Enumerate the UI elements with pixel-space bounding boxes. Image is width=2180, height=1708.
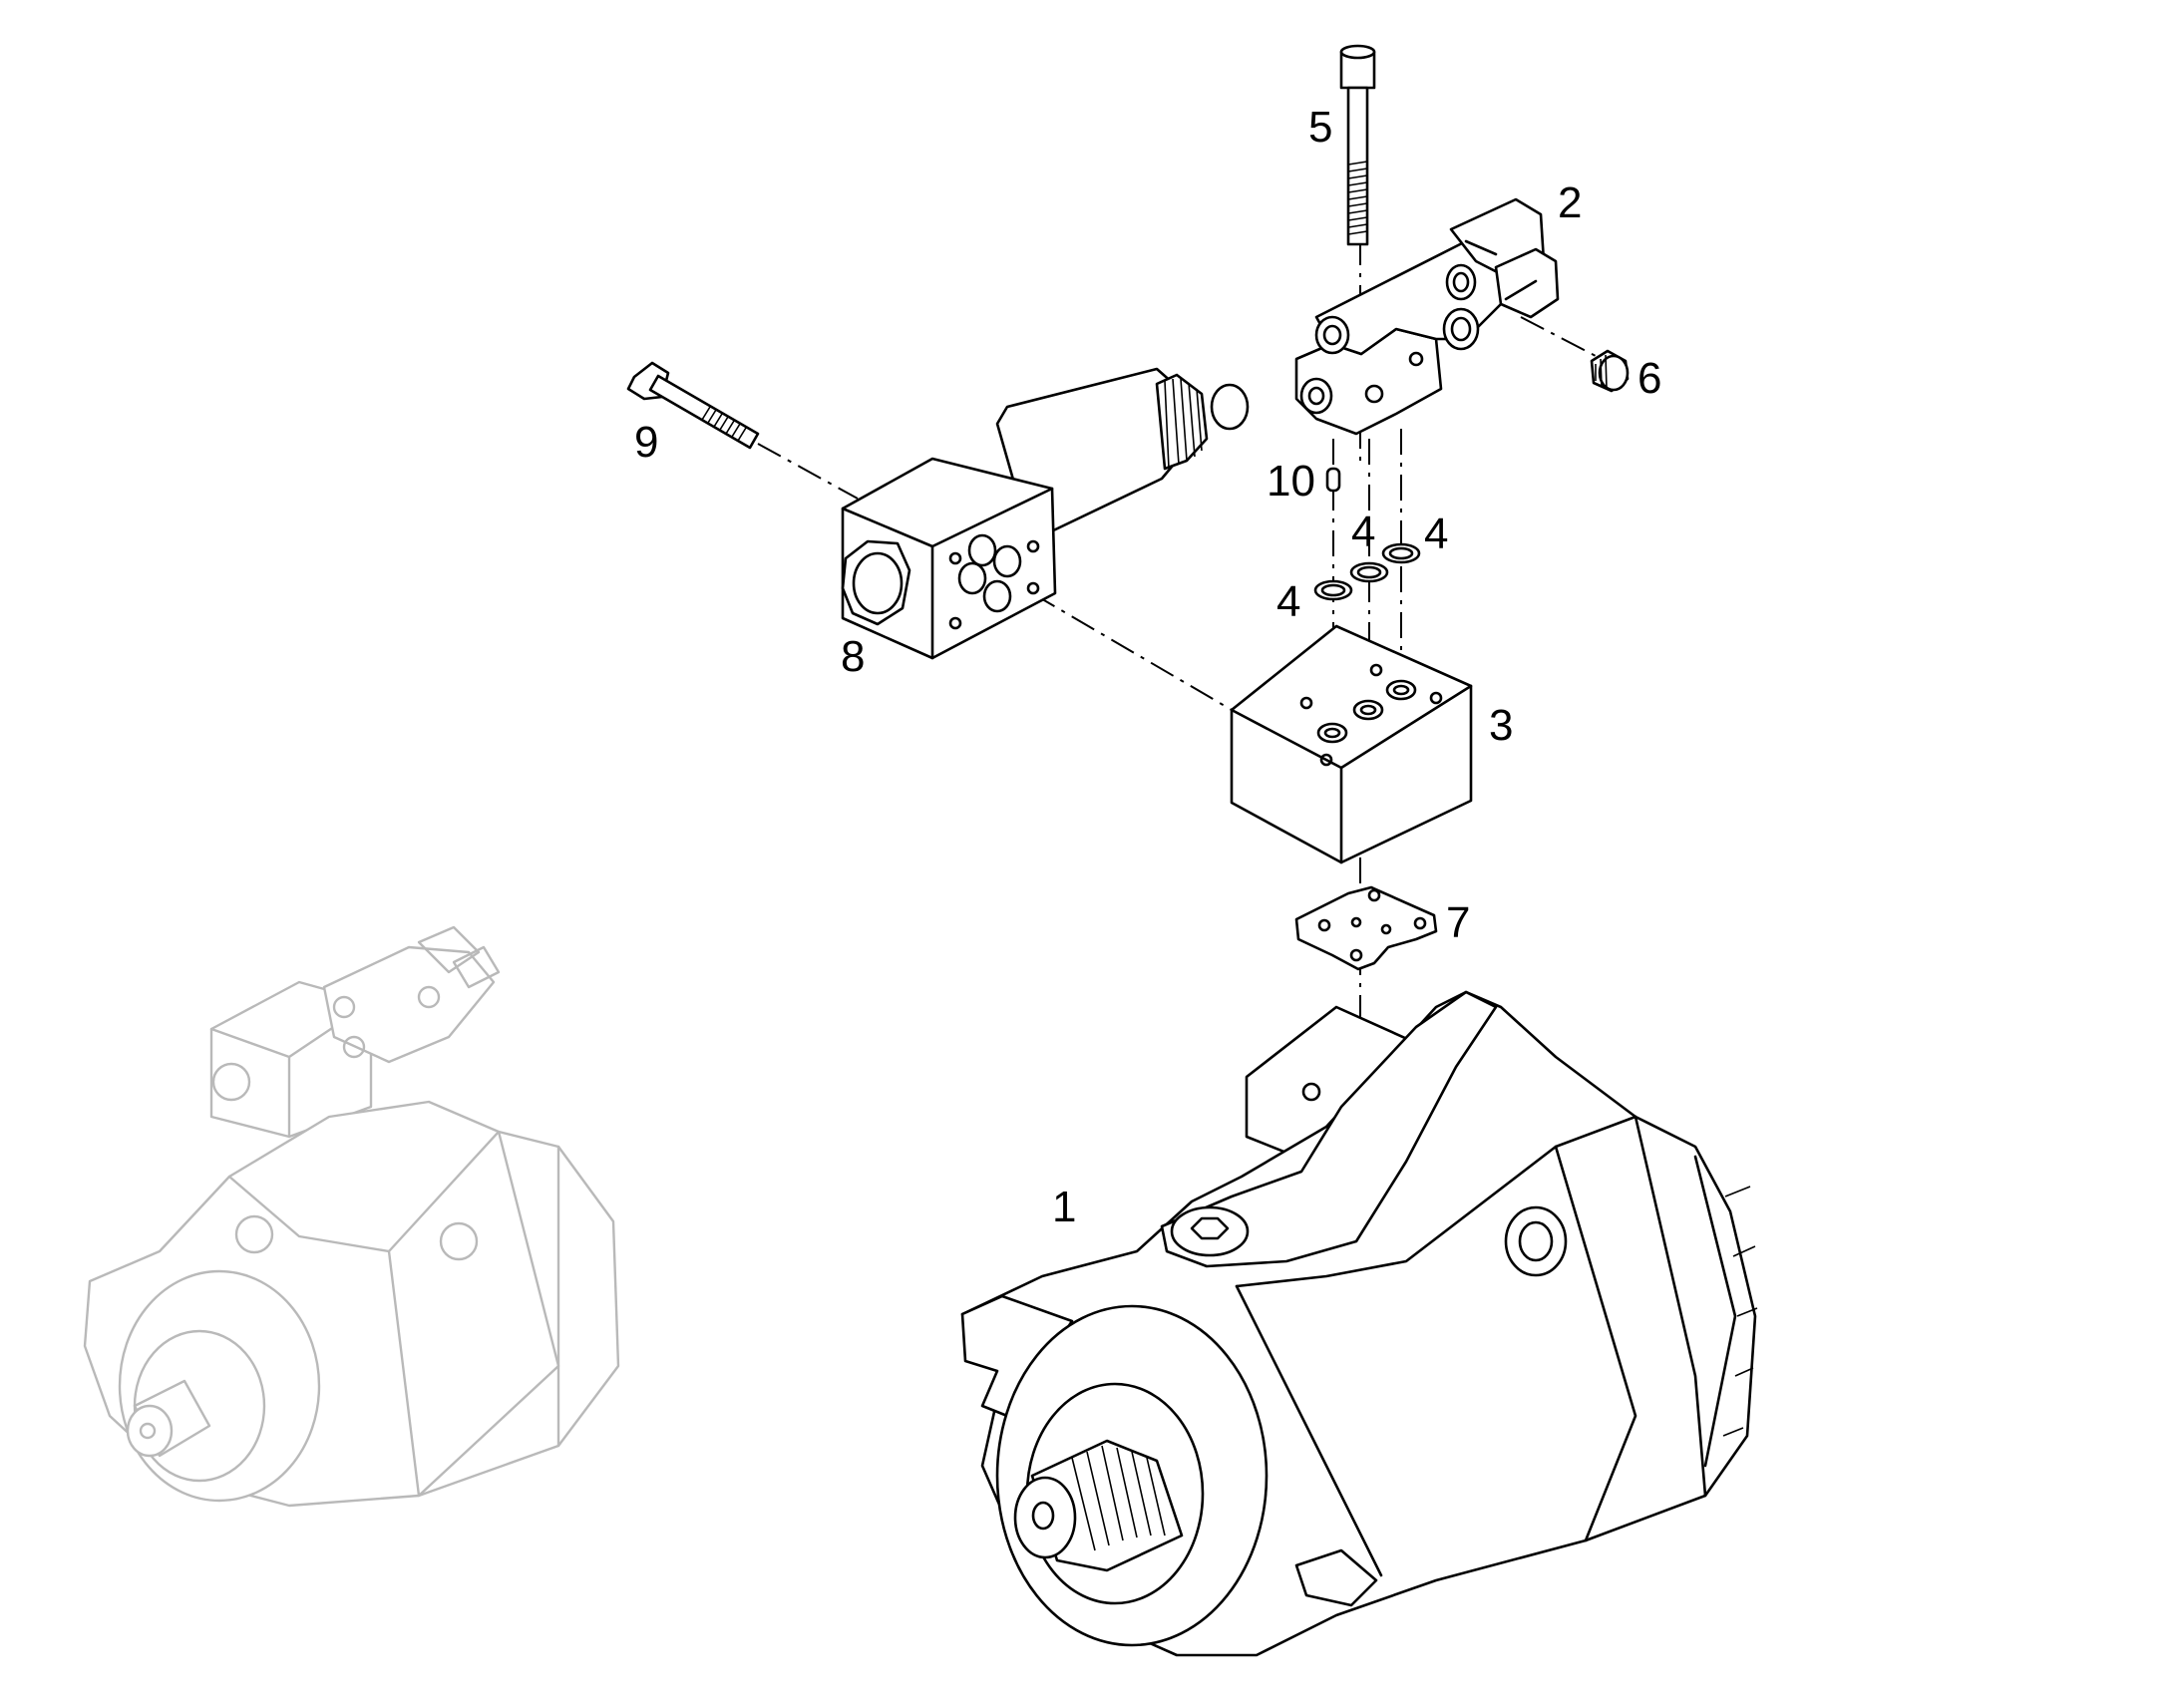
part-1-hydraulic-pump bbox=[960, 990, 1758, 1657]
part-7-gasket bbox=[1294, 885, 1438, 971]
callout-4a: 4 bbox=[1276, 577, 1300, 626]
callout-8: 8 bbox=[841, 632, 865, 681]
callout-2: 2 bbox=[1558, 178, 1582, 227]
part-9-cap-screw bbox=[626, 361, 760, 450]
callout-labels: 1 2 3 4 4 4 5 6 7 8 9 10 bbox=[634, 103, 1661, 1231]
part-2-control-valve bbox=[1294, 197, 1560, 436]
assembly-overview-thumbnail bbox=[83, 925, 620, 1508]
part-10-pin bbox=[1325, 467, 1341, 493]
callout-4c: 4 bbox=[1424, 510, 1448, 558]
callout-10: 10 bbox=[1267, 457, 1315, 506]
callout-3: 3 bbox=[1489, 701, 1513, 750]
part-5-cap-screw bbox=[1339, 44, 1376, 246]
callout-4b: 4 bbox=[1351, 508, 1375, 556]
part-3-manifold-block bbox=[1230, 624, 1473, 864]
part-8-solenoid-valve bbox=[841, 367, 1250, 660]
callout-6: 6 bbox=[1637, 354, 1661, 403]
callout-7: 7 bbox=[1446, 898, 1470, 947]
callout-9: 9 bbox=[634, 418, 658, 467]
part-4-o-rings bbox=[1313, 542, 1421, 601]
callout-5: 5 bbox=[1308, 103, 1332, 152]
part-6-plug bbox=[1590, 349, 1630, 393]
callout-1: 1 bbox=[1052, 1183, 1076, 1231]
